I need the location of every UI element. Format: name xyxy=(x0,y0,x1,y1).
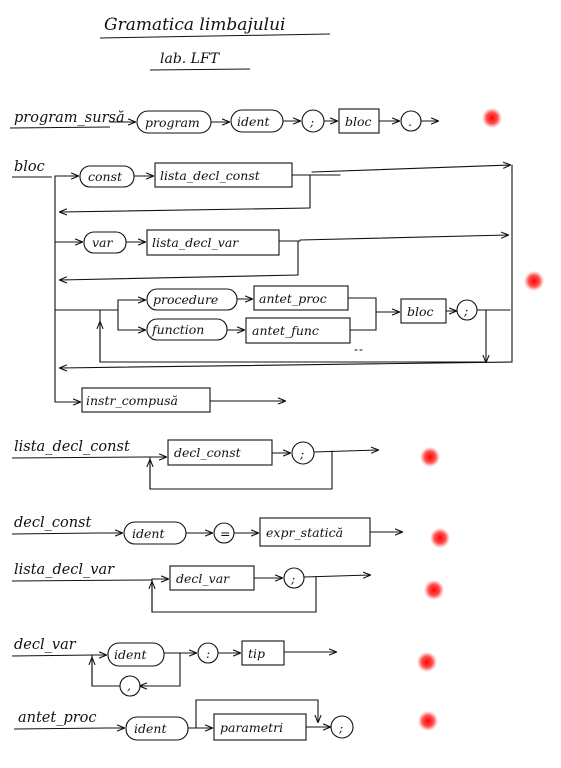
node-label: ident xyxy=(114,647,147,662)
terminal-node xyxy=(107,642,165,667)
title-underline xyxy=(99,33,331,39)
node-label: lista_decl_const xyxy=(160,168,261,183)
rule-lista-decl-const: lista_decl_const decl_const ; xyxy=(11,439,378,490)
title: Gramatica limbajului xyxy=(104,15,285,35)
node-label: = xyxy=(220,526,230,541)
rule-bloc: bloc const lista_decl_const var lista_de… xyxy=(12,159,513,413)
nonterminal-node xyxy=(167,439,273,466)
node-label: const xyxy=(88,169,123,184)
node-label: var xyxy=(92,235,114,250)
node-label: procedure xyxy=(153,292,218,307)
rule-decl-const: decl_const ident = expr_statică xyxy=(11,515,402,547)
node-label: instr_compusă xyxy=(86,393,178,408)
red-marker xyxy=(524,271,544,291)
rule-decl-var: decl_var ident : tip , xyxy=(11,637,336,697)
node-label: ; xyxy=(299,446,304,461)
nonterminal-node xyxy=(213,713,307,741)
node-label: ident xyxy=(134,721,167,736)
terminal-node xyxy=(283,567,305,589)
rule-name: decl_var xyxy=(14,637,77,653)
node-label: program xyxy=(145,115,200,130)
nonterminal-node xyxy=(81,387,211,413)
red-marker xyxy=(418,711,438,731)
node-label: antet_proc xyxy=(259,291,327,306)
red-marker xyxy=(420,447,440,467)
rule-name: program_sursă xyxy=(14,110,125,126)
subtitle: lab. LFT xyxy=(160,51,221,67)
node-label: antet_func xyxy=(252,323,319,338)
node-label: expr_statică xyxy=(266,525,343,540)
nonterminal-node xyxy=(146,229,280,256)
node-label: ; xyxy=(290,571,295,586)
node-label: ; xyxy=(338,720,343,735)
rule-name: decl_const xyxy=(14,515,92,531)
nonterminal-node xyxy=(245,317,351,344)
nonterminal-node xyxy=(241,640,285,666)
node-label: parametri xyxy=(220,720,283,735)
rule-program-sursa: program_sursă program ident ; bloc . xyxy=(9,108,438,134)
node-label: ident xyxy=(132,526,165,541)
nonterminal-node xyxy=(259,517,371,547)
red-marker xyxy=(417,652,437,672)
rule-name: bloc xyxy=(14,159,45,175)
red-marker xyxy=(430,528,450,548)
node-label: bloc xyxy=(345,114,372,129)
red-marker xyxy=(424,580,444,600)
node-label: . xyxy=(408,114,412,129)
node-label: , xyxy=(127,678,131,693)
terminal-node xyxy=(330,715,354,739)
rule-name: lista_decl_var xyxy=(14,562,115,578)
node-label: ; xyxy=(463,303,468,318)
nonterminal-node xyxy=(154,162,293,188)
node-label: bloc xyxy=(407,304,434,319)
rule-antet-proc: antet_proc ident parametri ; xyxy=(13,699,354,741)
terminal-node xyxy=(291,441,315,465)
nonterminal-node xyxy=(169,565,255,591)
node-label: tip xyxy=(248,646,265,661)
subtitle-underline xyxy=(149,68,251,71)
node-label: ; xyxy=(309,114,314,129)
red-markers xyxy=(417,108,544,731)
node-label: decl_var xyxy=(176,571,230,586)
node-label: function xyxy=(151,322,204,337)
node-label: : xyxy=(206,646,210,661)
nonterminal-node xyxy=(253,285,349,311)
nonterminal-node xyxy=(400,298,447,324)
node-label: lista_decl_var xyxy=(152,235,239,250)
rule-name: antet_proc xyxy=(18,710,97,726)
node-label: ident xyxy=(237,114,270,129)
red-marker xyxy=(482,108,502,128)
node-label: decl_const xyxy=(174,445,242,460)
rule-lista-decl-var: lista_decl_var decl_var ; xyxy=(11,562,370,613)
rule-name: lista_decl_const xyxy=(14,439,130,455)
